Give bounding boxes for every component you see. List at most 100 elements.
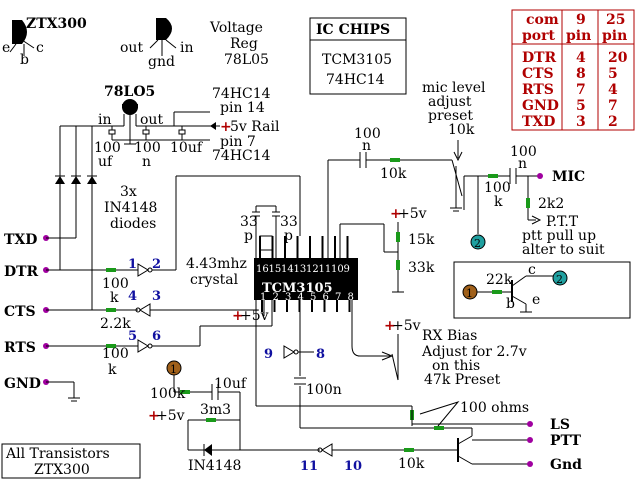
tb-node-2: 2 [556,273,563,286]
chip-bottom-pin: 5 [310,292,316,303]
ic-chips-box: IC CHIPS TCM3105 74HC14 [309,17,407,95]
c100n-bottom: 100n [306,382,342,398]
c33p-b-2: p [284,228,293,244]
chip-bottom-pin: 4 [298,292,304,303]
table-header-9-pin: pin [566,28,591,44]
mic-r100k-2: k [494,194,503,210]
mic-c100n-r-1: 100 [510,144,537,160]
r2k2-label: 2.2k [100,316,131,332]
rx-l3: on this [432,358,480,374]
table-row-25pin: 7 [608,98,618,114]
dtr-label: DTR [4,264,39,280]
table-row-25pin: 5 [608,66,618,82]
c33p-a-1: 33 [240,214,258,230]
tb-node-1: 1 [466,287,473,300]
reg-pin-out: out [140,112,163,128]
mic-level-l3: preset [428,108,473,124]
mic-level-l1: mic level [422,80,486,96]
pin-e-label: e [2,40,10,56]
regulator-legend: out gnd in Voltage Reg 78L05 [120,18,269,70]
c33p-a-2: p [244,228,253,244]
ic-chip-2: 74HC14 [326,72,385,88]
rail-plus: + [220,119,232,135]
tcm3105-chip [254,258,358,300]
plus5v-a-plus: + [232,308,244,324]
table-row-9pin: 3 [576,114,586,130]
rx-l2: Adjust for 2.7v [421,344,527,360]
ptt-l2: ptt pull up [522,228,596,244]
rx-plus5v: +5v [392,318,421,334]
table-header-9: 9 [576,12,586,28]
b-r10k: 10k [398,456,425,472]
left-connectors: TXD DTR CTS RTS GND [4,232,138,402]
plus5v-a: +5v [240,308,269,324]
voltage-reg-title: Voltage [209,20,263,36]
ptt-l1: P.T.T [546,214,579,230]
mic-c100n-top-1: 100 [354,126,381,142]
plus5v-b: +5v [398,206,427,222]
mic-r10k: 10k [380,166,407,182]
power-section: 78LO5 in out 100 uf 100 n 10uf 74HC14 pi… [60,84,280,170]
reg-pin-in: in [98,112,112,128]
mic-r100k-1: 100 [484,180,511,196]
chip-bottom-pin: 6 [323,292,329,303]
chip-top-pin: 10 [331,264,344,275]
crystal [259,235,273,251]
gnd-label: GND [4,376,41,392]
table-row-25pin: 20 [608,50,628,66]
rx-bias: + +5v RX Bias Adjust for 2.7v on this 47… [351,300,527,388]
b-ohms: 100 ohms [460,400,529,416]
gate-pin-4: 4 [128,289,137,304]
b-r100k: 100k [150,386,186,402]
c100uf-1: 100 [94,140,121,156]
pin7-l1: pin 7 [220,134,256,150]
chip-top-pin: 15 [269,264,282,275]
b-r3m3: 3m3 [200,402,231,418]
footer-l2: ZTX300 [34,462,90,478]
footer-box: All Transistors ZTX300 [1,443,141,479]
gate-pin-3: 3 [152,289,161,304]
tb-c: c [528,262,536,278]
rx-plus: + [384,318,396,334]
gate-pin-9: 9 [264,347,273,362]
transistor-name: ZTX300 [26,16,87,32]
b-plus: + [148,408,160,424]
r100k-rts-2: k [108,362,117,378]
tb-r22k: 22k [486,272,513,288]
footer-l1: All Transistors [5,446,110,462]
diodes-l2: IN4148 [104,200,157,216]
mic-level-l2: adjust [428,94,472,110]
pin14-l2: pin 14 [220,100,265,116]
rail-label: 5v Rail [230,119,280,135]
r15k: 15k [408,232,435,248]
transistor-legend: ZTX300 e b c [2,16,87,68]
r100k-rts-1: 100 [102,346,129,362]
diodes-l3: diodes [110,216,156,232]
gate-pin-8: 8 [316,347,325,362]
mic-c100n-r-2: n [518,156,527,172]
ic-chip-1: TCM3105 [322,52,392,68]
gate-pin-11: 11 [300,459,318,474]
r100-dtr: 100 [102,276,129,292]
diodes-l1: 3x [120,184,137,200]
ic-chips-title: IC CHIPS [316,22,390,38]
pin14-l1: 74HC14 [212,86,271,102]
chip-top-pin: 14 [281,264,294,275]
pin7-l2: 74HC14 [212,148,271,164]
chip-bottom-pin: 3 [285,292,291,303]
mic-r2k2: 2k2 [538,196,564,212]
voltage-reg-part: 78L05 [224,52,269,68]
b-ptt: PTT [550,433,581,449]
table-row-signal: RTS [522,82,554,98]
b-plus5v: +5v [156,408,185,424]
gate-pin-1: 1 [128,257,137,272]
chip-bottom-pin: 8 [348,292,354,303]
chip-top-pin: 16 [256,264,269,275]
b-c10uf: 10uf [214,376,248,392]
c100n-2: n [142,154,151,170]
table-row-9pin: 5 [576,98,586,114]
reg-in-label: in [180,40,194,56]
chip-bottom-pin: 7 [335,292,341,303]
chip-top-pin: 11 [319,264,332,275]
